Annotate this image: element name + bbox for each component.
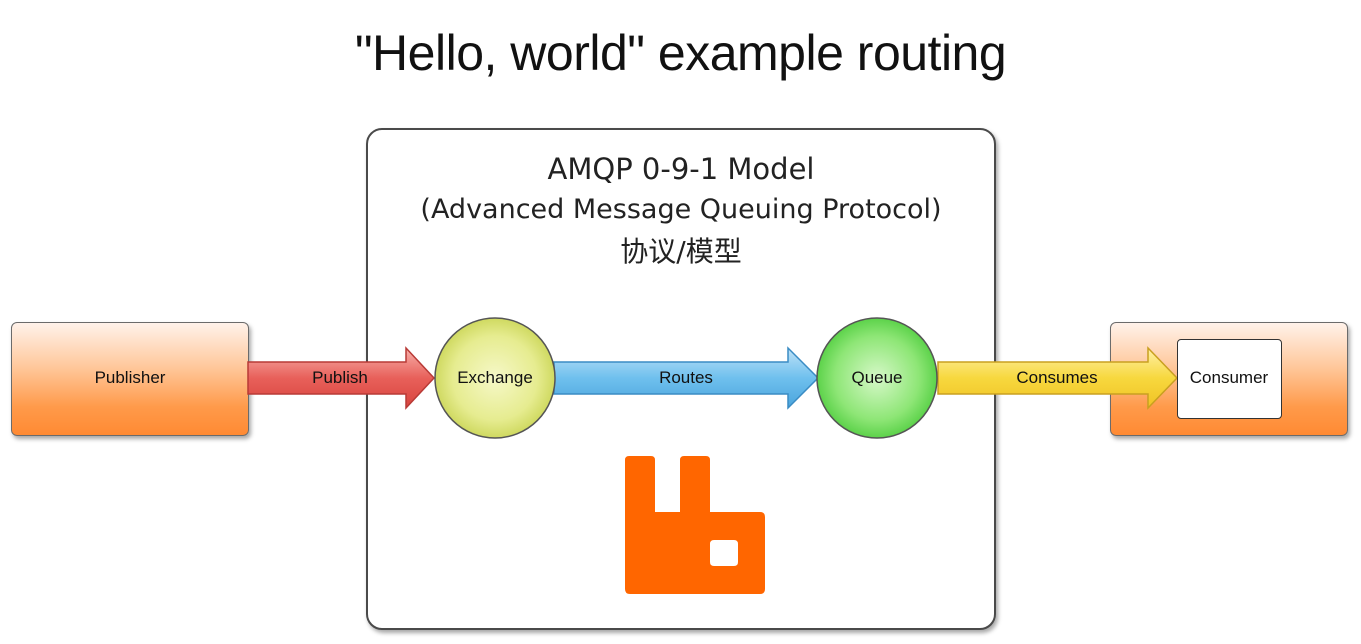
consumes-arrow [937, 346, 1179, 410]
model-caption: 协议/模型 [620, 235, 742, 268]
consumes-label: Consumes [1016, 368, 1098, 387]
exchange-node [434, 317, 556, 439]
queue-node [816, 317, 938, 439]
routes-label: Routes [659, 368, 713, 387]
queue-label: Queue [851, 368, 903, 387]
routes-arrow [553, 346, 820, 410]
consumer-label: Consumer [1189, 368, 1269, 387]
model-title: AMQP 0-9-1 Model [547, 152, 815, 186]
consumer-box [1177, 339, 1282, 419]
page-title: "Hello, world" example routing [354, 25, 1007, 81]
publisher-box [11, 322, 249, 436]
rabbitmq-logo-icon [625, 456, 765, 594]
publish-label: Publish [312, 368, 368, 387]
model-subtitle: (Advanced Message Queuing Protocol) [420, 194, 942, 225]
publisher-label: Publisher [94, 368, 166, 387]
exchange-label: Exchange [457, 368, 533, 387]
publish-arrow [247, 346, 436, 410]
